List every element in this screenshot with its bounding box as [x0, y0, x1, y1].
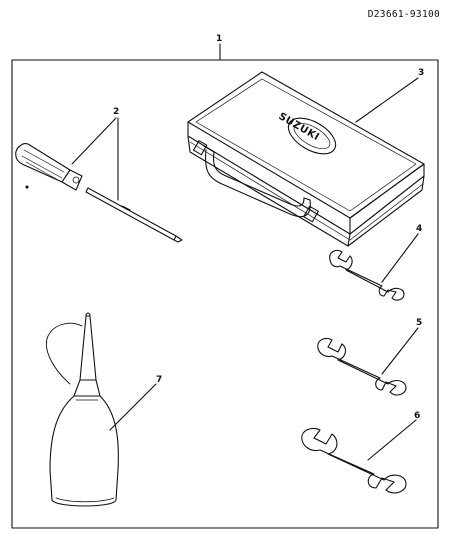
- wrench-small: [329, 249, 405, 301]
- callout-4: 4: [416, 224, 422, 234]
- drawing-code: D23661-93100: [367, 9, 440, 20]
- wrench-medium-callout-line: [381, 327, 419, 375]
- tool-case: [187, 71, 425, 247]
- callout-5: 5: [416, 318, 422, 328]
- speck: [25, 185, 29, 189]
- suzuki-logo-mark: [287, 117, 337, 155]
- case-callout-line: [355, 77, 419, 123]
- wrench-small-callout-line: [381, 233, 419, 283]
- callout-7: 7: [156, 375, 162, 385]
- callout-6: 6: [414, 411, 420, 421]
- oil-can-callout-line: [109, 383, 157, 431]
- callout-3: 3: [418, 68, 424, 78]
- screwdriver-callout-line-a: [71, 117, 117, 165]
- wrench-large-callout-line: [367, 419, 417, 461]
- oil-can: [46, 312, 119, 507]
- callout-2: 2: [113, 107, 119, 117]
- wrench-medium: [317, 337, 407, 396]
- kit-frame: [11, 43, 439, 529]
- wrench-large: [301, 427, 407, 494]
- callout-1: 1: [216, 34, 222, 44]
- screwdriver: [15, 143, 183, 243]
